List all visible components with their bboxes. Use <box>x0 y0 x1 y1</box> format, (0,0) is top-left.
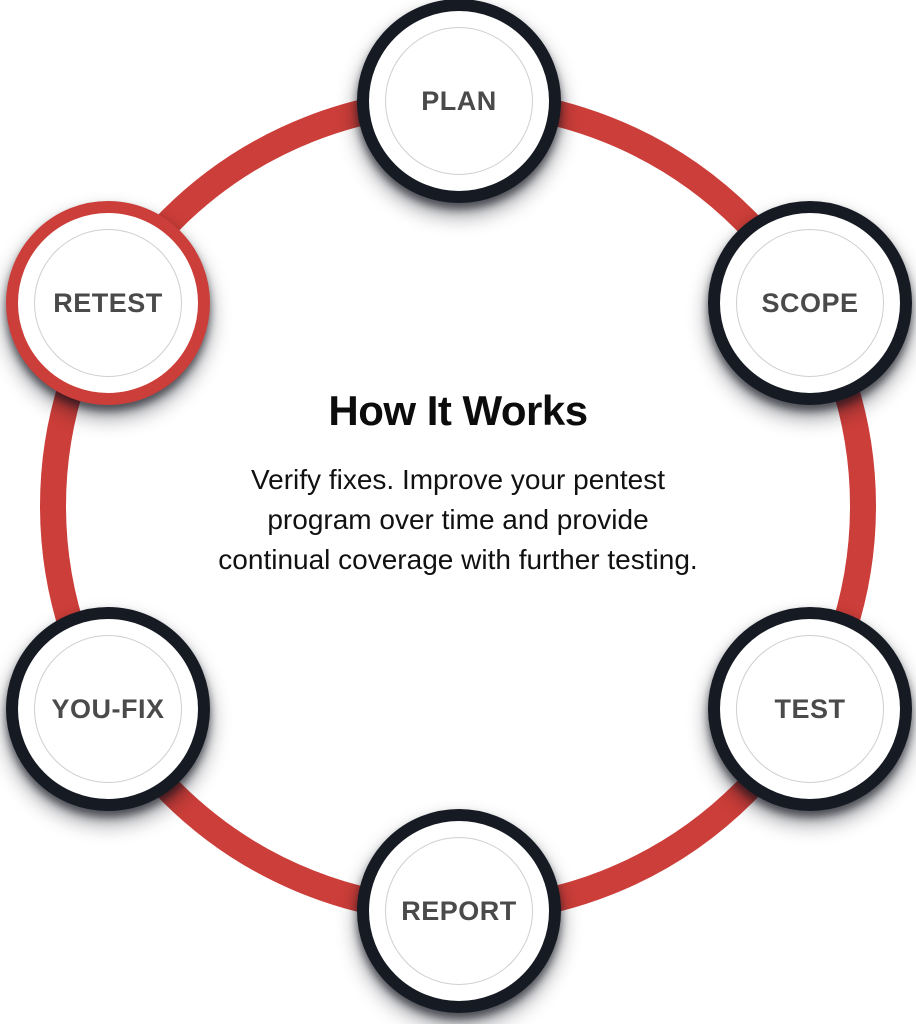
step-label: TEST <box>774 693 846 724</box>
description-line-3: continual coverage with further testing. <box>218 544 698 576</box>
diagram-title: How It Works <box>328 387 588 434</box>
diagram-description: Verify fixes. Improve your pentest progr… <box>158 460 758 580</box>
center-text-block: How It Works Verify fixes. Improve your … <box>158 387 758 580</box>
step-label: PLAN <box>421 85 497 116</box>
step-node-plan: PLAN <box>357 0 561 203</box>
step-node-test: TEST <box>708 607 912 811</box>
step-label: YOU-FIX <box>51 693 165 724</box>
step-node-scope: SCOPE <box>708 201 912 405</box>
description-line-1: Verify fixes. Improve your pentest <box>251 464 665 496</box>
step-label: SCOPE <box>761 287 859 318</box>
step-node-retest: RETEST <box>6 201 210 405</box>
step-node-you-fix: YOU-FIX <box>6 607 210 811</box>
description-line-2: program over time and provide <box>267 504 649 536</box>
step-node-report: REPORT <box>357 809 561 1013</box>
step-label: REPORT <box>401 895 517 926</box>
step-label: RETEST <box>53 287 163 318</box>
